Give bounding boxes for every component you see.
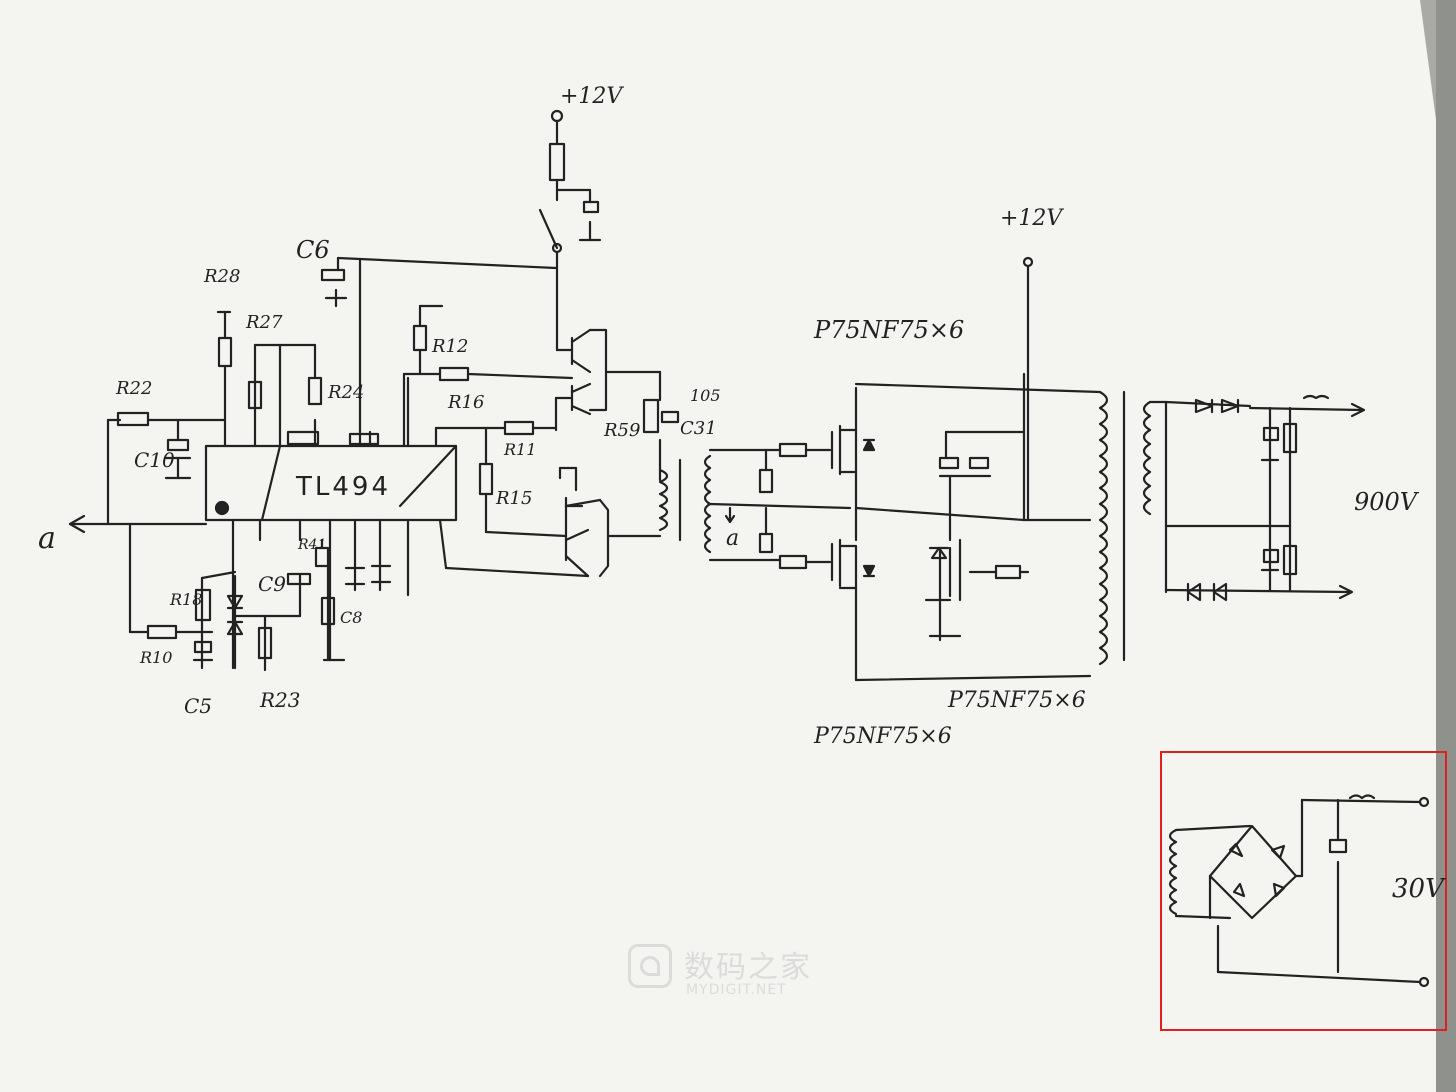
label-node-a-left: a: [38, 521, 56, 556]
label-r16: R16: [448, 392, 485, 413]
label-c6: C6: [296, 236, 330, 264]
label-c5: C5: [184, 694, 213, 718]
watermark: 数码之家 MYDIGIT.NET: [628, 940, 828, 1000]
label-r12: R12: [432, 336, 469, 357]
main-transformer-primary: [1098, 390, 1109, 666]
watermark-cn: 数码之家: [684, 950, 812, 985]
label-r41: R41: [298, 537, 327, 553]
label-mosfet-top: P75NF75×6: [814, 316, 965, 344]
tl494-internal-link: [398, 444, 458, 508]
arrow-a-left: [68, 514, 86, 534]
vcc-mid-terminal: [1022, 256, 1034, 268]
label-r18: R18: [170, 590, 203, 609]
watermark-en: MYDIGIT.NET: [686, 982, 787, 998]
label-c31: C31: [680, 418, 717, 439]
label-c8: C8: [340, 608, 363, 627]
watermark-logo-icon: [628, 944, 672, 988]
label-r11: R11: [504, 440, 537, 459]
label-r15: R15: [496, 488, 533, 509]
label-r28: R28: [204, 266, 241, 287]
highlight-box-30v: [1160, 751, 1447, 1031]
label-vcc-mid: +12V: [1000, 206, 1063, 231]
shadow-right: [1436, 0, 1456, 1092]
label-c9: C9: [258, 572, 287, 596]
label-r23: R23: [260, 688, 301, 712]
label-mosfet-bottom-left: P75NF75×6: [814, 724, 952, 749]
label-out-900v: 900V: [1354, 488, 1418, 516]
main-transformer-secondary: [1142, 400, 1152, 516]
tl494-top-pins: [223, 258, 438, 448]
label-ic-tl494: TL494: [296, 472, 391, 502]
tl494-pin1-dot: [214, 500, 230, 516]
switch-lever: [538, 208, 559, 250]
label-r24: R24: [328, 382, 365, 403]
label-r10: R10: [140, 648, 173, 667]
inset-transformer-coil: [1168, 828, 1178, 916]
bridge-rectifier: [1208, 824, 1298, 920]
label-node-a-mid: a: [726, 526, 740, 551]
label-r27: R27: [246, 312, 283, 333]
tl494-internal-link-2: [260, 444, 282, 522]
label-mosfet-bottom-right: P75NF75×6: [948, 688, 1086, 713]
label-out-30v: 30V: [1392, 874, 1444, 904]
label-vcc-top: +12V: [560, 84, 623, 109]
tl494-bottom-pins: [231, 518, 448, 670]
label-r22: R22: [116, 378, 153, 399]
label-cap-105: 105: [690, 386, 721, 405]
driver-transformer-coil: [658, 468, 669, 532]
label-r59: R59: [604, 420, 641, 441]
label-c10: C10: [134, 448, 175, 472]
